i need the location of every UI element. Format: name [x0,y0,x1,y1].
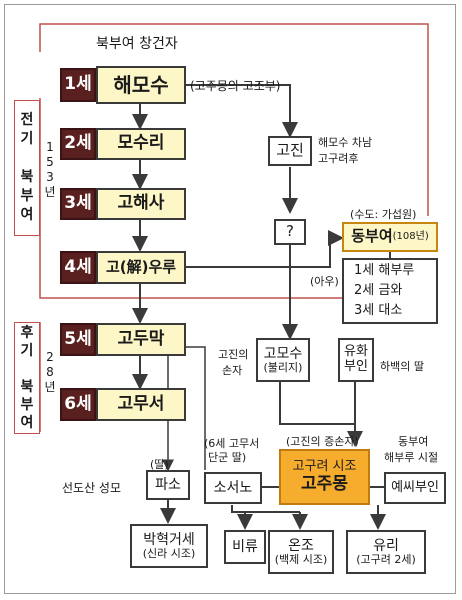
haemosu-note: (고주몽의 고조부) [190,79,281,93]
bakhyeokgeose-sub: (신라 시조) [142,546,196,560]
yuhwa-box: 유화 부인 [338,338,374,382]
jumong-note: (고진의 증손자) [286,435,359,448]
early-buyeo-bracket [39,23,429,216]
yuri-box: 유리 (고구려 2세) [346,530,426,574]
dongbuyeo-name: 동부여 [351,227,393,246]
jumong-title: 고구려 시조 [292,458,357,474]
gen-6-badge: 6세 [60,388,96,421]
dongbuyeo-box: 동부여 (108년) [342,222,438,252]
gomosu-relation-1: 고진의 [218,348,249,361]
daughter-label: (딸) [150,458,169,471]
mosuri-box: 모수리 [96,128,186,160]
gojin-note-2: 고구려후 [318,152,359,165]
yuhwa-line2: 부인 [344,359,368,374]
unknown-box: ? [274,219,306,245]
yuri-name: 유리 [373,537,399,554]
younger-brother-label: (아우) [310,275,339,288]
gen-5-badge: 5세 [60,323,96,356]
biryu-box: 비류 [224,530,266,564]
onjo-box: 온조 (백제 시조) [268,530,334,574]
line-soseono-children [231,505,300,513]
gomosu-name: 고모수 [263,345,303,362]
arrow-gen4-dongbuyeo [186,230,344,268]
gojin-note-1: 해모수 차남 [318,136,373,149]
onjo-name: 온조 [288,537,314,554]
dongbuyeo-capital: (수도: 가섭원) [350,208,417,221]
jumong-name: 고주몽 [301,473,348,494]
gen-4-badge: 4세 [60,251,96,284]
yuri-sub: (고구려 2세) [356,552,416,566]
dongbuyeo-king-1: 1세 해부루 [354,263,415,278]
bakhyeokgeose-box: 박혁거세 (신라 시조) [130,524,208,568]
jumong-box: 고구려 시조 고주몽 [279,449,370,505]
gomosu-relation-2: 손자 [222,364,243,377]
gouru-box: 고(解)우루 [96,251,186,284]
yessi-note-2: 해부루 시절 [384,451,439,464]
soseono-note-1: (6세 고무서 [204,437,260,450]
haemosu-box: 해모수 [96,66,186,104]
gomosu-box: 고모수 (불리지) [256,338,310,382]
paso-note: 선도산 성모 [62,481,122,495]
dongbuyeo-kings-box: 1세 해부루 2세 금와 3세 대소 [342,258,438,324]
yuhwa-note: 하백의 딸 [380,360,424,373]
gen-2-badge: 2세 [60,128,96,160]
soseono-box: 소서노 [204,472,262,504]
gomosu-sub: (불리지) [263,360,303,374]
dongbuyeo-years: (108년) [392,231,429,243]
dongbuyeo-king-2: 2세 금와 [354,283,403,298]
onjo-sub: (백제 시조) [274,552,328,566]
gen-1-badge: 1세 [60,68,96,102]
founder-caption: 북부여 창건자 [96,36,178,52]
yessi-box: 예씨부인 [384,472,446,504]
line-godumak-paso [186,346,206,470]
yuhwa-line1: 유화 [344,344,368,360]
yessi-note-1: 동부여 [398,435,429,448]
paso-box: 파소 [146,470,190,500]
gomuseo-box: 고무서 [96,388,186,421]
gen-3-badge: 3세 [60,188,96,220]
line-gomosu-down [279,381,355,425]
arrow-haemosu-gojin [186,84,298,138]
dongbuyeo-king-3: 3세 대소 [354,303,403,318]
godumak-box: 고두막 [96,323,186,356]
early-buyeo-bracket-bottom [39,98,350,299]
gohaesa-box: 고해사 [96,188,186,220]
bakhyeokgeose-name: 박혁거세 [143,531,195,548]
gojin-box: 고진 [268,136,312,166]
soseono-note-2: 단군 딸) [208,451,247,464]
diagram-frame [4,4,456,594]
